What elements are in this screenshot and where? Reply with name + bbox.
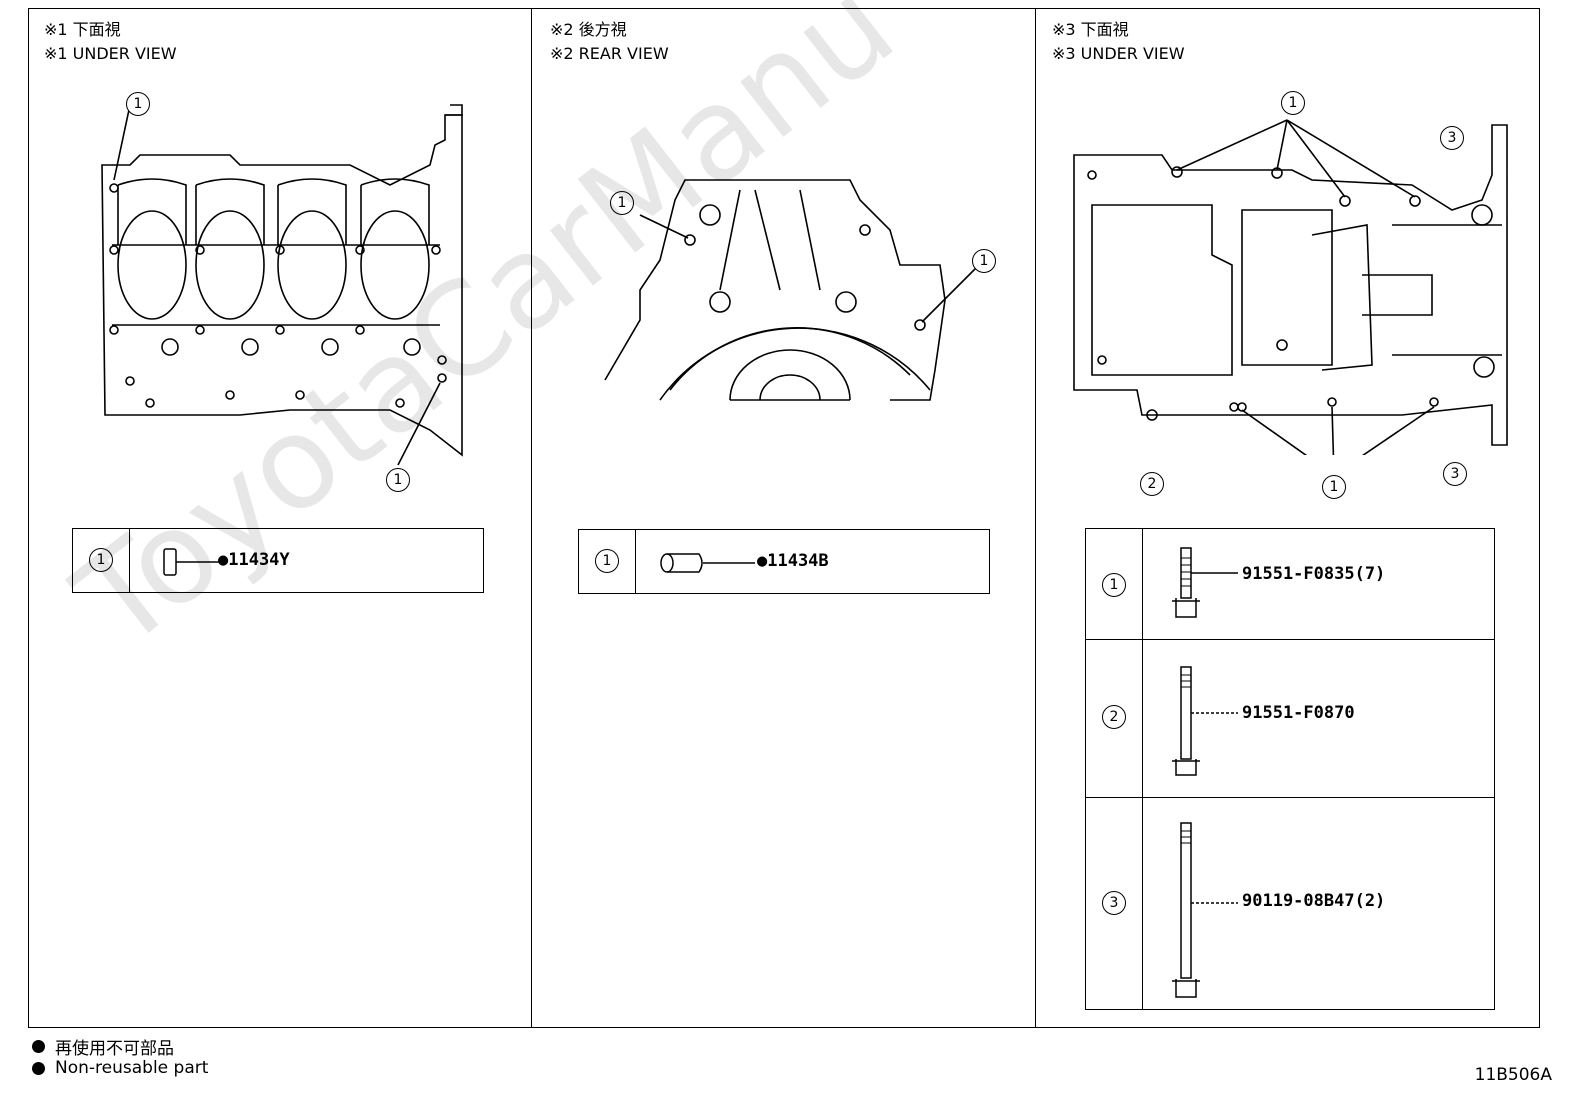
legend-jp-text: 再使用不可部品	[55, 1039, 174, 1059]
cylinder-block-under-view-bolts-drawing	[1073, 119, 1508, 455]
legend-jp: 再使用不可部品	[32, 1034, 174, 1059]
column-divider	[1035, 8, 1036, 1028]
callout-1: 1	[386, 468, 410, 492]
bullet-icon	[32, 1061, 45, 1075]
part-number: ●11434Y	[218, 550, 290, 570]
row-number: 1	[595, 549, 619, 573]
callout-3: 3	[1440, 126, 1464, 150]
view3-title-en: ※3 UNDER VIEW	[1052, 44, 1185, 63]
parts-table-1: 1 ●11434Y	[72, 528, 484, 593]
row-number: 1	[1102, 573, 1126, 597]
view3-title-jp: ※3 下面視	[1052, 20, 1129, 39]
view2-title-jp: ※2 後方視	[550, 20, 627, 39]
part-number: 90119-08B47(2)	[1242, 891, 1386, 911]
callout-3: 3	[1443, 462, 1467, 486]
dowel-pin-icon	[660, 553, 755, 573]
callout-1: 1	[610, 191, 634, 215]
part-number: 91551-F0870	[1242, 703, 1355, 723]
callout-1: 1	[1322, 475, 1346, 499]
callout-1: 1	[972, 249, 996, 273]
row-number: 3	[1102, 891, 1126, 915]
cylinder-block-under-view-drawing	[101, 104, 463, 466]
view1-title-en: ※1 UNDER VIEW	[44, 44, 177, 63]
legend-en-text: Non-reusable part	[55, 1058, 209, 1078]
flange-bolt-icon	[1172, 547, 1238, 618]
diagram-frame	[28, 8, 1540, 1028]
row-divider	[1086, 797, 1494, 798]
flange-bolt-icon	[1172, 822, 1238, 998]
legend-en: Non-reusable part	[32, 1058, 208, 1078]
table-num-cell	[73, 529, 130, 592]
dowel-pin-icon	[163, 548, 221, 576]
part-number: 91551-F0835(7)	[1242, 564, 1386, 584]
cylinder-block-rear-view-drawing	[604, 179, 983, 401]
callout-1: 1	[126, 92, 150, 116]
column-divider	[531, 8, 532, 1028]
callout-1: 1	[1281, 91, 1305, 115]
parts-table-2: 1 ●11434B	[578, 529, 990, 594]
table-num-cell	[579, 530, 636, 593]
view2-title-en: ※2 REAR VIEW	[550, 44, 669, 63]
row-divider	[1086, 639, 1494, 640]
row-number: 1	[89, 548, 113, 572]
bullet-icon	[32, 1040, 45, 1053]
table-num-cell	[1086, 529, 1143, 1009]
callout-2: 2	[1140, 472, 1164, 496]
parts-table-3: 1 91551-F0835(7) 2 91551-F0870 3 90119-0…	[1085, 528, 1495, 1010]
row-number: 2	[1102, 705, 1126, 729]
view1-title-jp: ※1 下面視	[44, 20, 121, 39]
figure-code: 11B506A	[1474, 1065, 1552, 1085]
part-number: ●11434B	[757, 551, 829, 571]
flange-bolt-icon	[1172, 666, 1238, 776]
